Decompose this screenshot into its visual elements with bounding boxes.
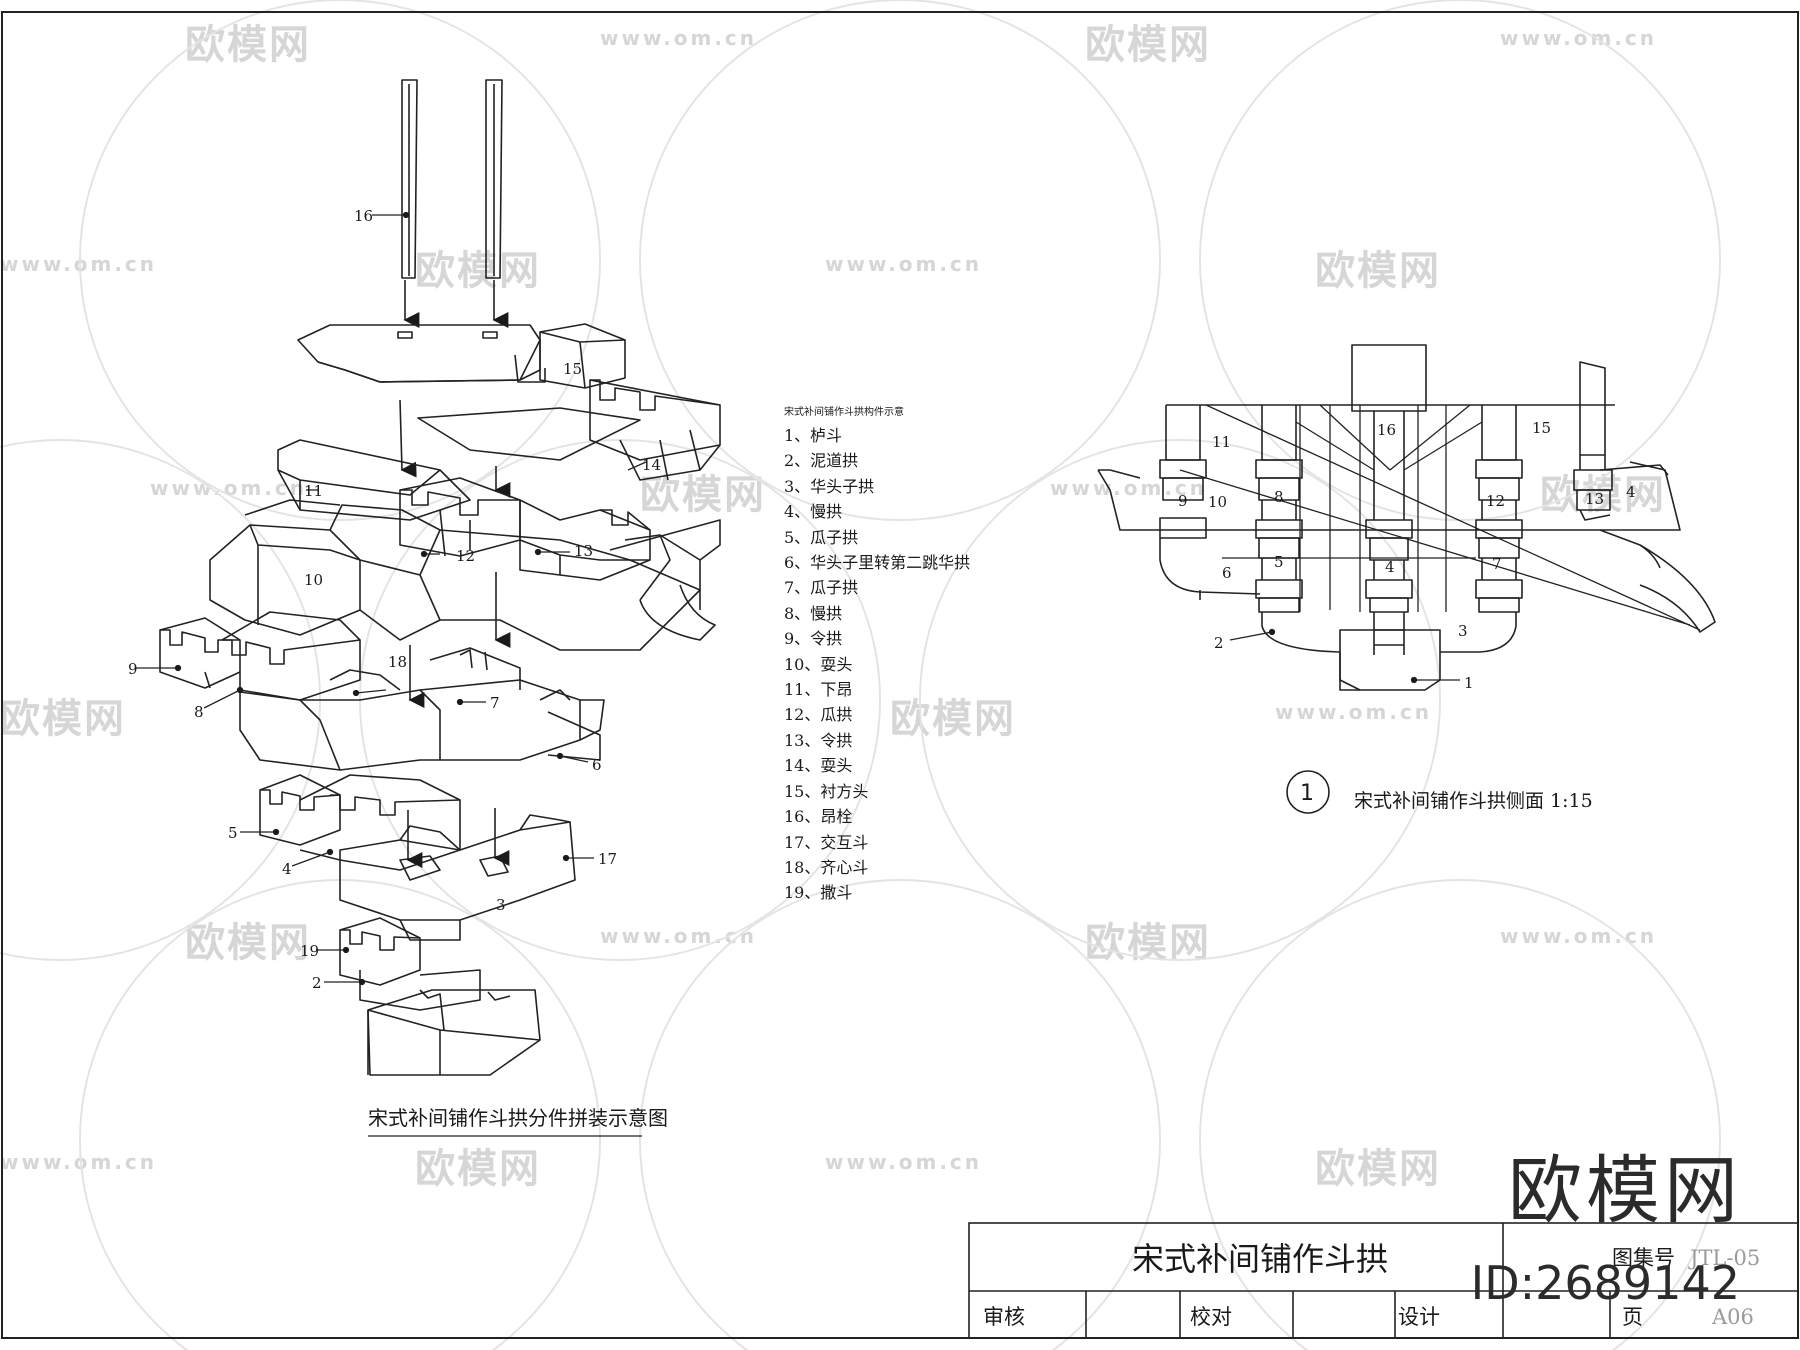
left-label: 10: [304, 571, 323, 589]
right-label: 9: [1178, 492, 1188, 510]
part-2-19-layer: [339, 917, 481, 1011]
right-label: 16: [1377, 421, 1396, 439]
part-7-18-layer: [239, 647, 605, 771]
legend-item: 3、华头子拱: [784, 476, 875, 496]
atlas-number-label: 图集号: [1612, 1246, 1675, 1270]
elevation-badge-number: 1: [1300, 781, 1314, 806]
part-4-5-layer: [259, 774, 461, 871]
left-label: 3: [496, 896, 506, 914]
legend-item: 1、栌斗: [784, 426, 843, 445]
atlas-number-value: JTL-05: [1688, 1246, 1760, 1270]
left-label: 16: [354, 207, 373, 225]
right-label: 7: [1492, 555, 1502, 573]
legend-item: 12、瓜拱: [784, 705, 853, 725]
right-label: 15: [1532, 419, 1551, 437]
part-6-arm: [439, 519, 721, 651]
elevation-title: 宋式补间铺作斗拱侧面 1:15: [1354, 790, 1593, 812]
left-label: 11: [304, 482, 323, 500]
left-label: 18: [388, 653, 407, 671]
right-label: 1: [1464, 674, 1474, 692]
right-part-labels: 11 16 15 9 10 8 12 13 4 6 5 4 7 2 3 1: [1178, 419, 1636, 692]
legend-item: 15、衬方头: [784, 781, 869, 801]
right-label: 4: [1626, 483, 1636, 501]
left-label: 9: [128, 660, 138, 678]
check-label: 校对: [1190, 1305, 1232, 1329]
elevation-badge: [1286, 770, 1330, 814]
part-15-top-beam: [297, 323, 626, 389]
legend-item: 10、耍头: [784, 654, 853, 674]
left-part-labels: 16 15 11 14 10 12 13 9 8 18 7 6 5 4 17 3…: [128, 207, 661, 992]
left-drawing-title: 宋式补间铺作斗拱分件拼装示意图: [368, 1106, 668, 1130]
left-label: 2: [312, 974, 322, 992]
left-leader-lines: [136, 211, 647, 986]
legend-item: 19、撒斗: [784, 883, 853, 903]
left-label: 19: [300, 942, 319, 960]
elevation-posts: [1159, 405, 1613, 655]
right-leader-lines: [1229, 628, 1460, 684]
review-label: 审核: [983, 1305, 1025, 1329]
legend-item: 2、泥道拱: [784, 451, 859, 471]
sheet-title: 宋式补间铺作斗拱: [1132, 1240, 1388, 1278]
part-10-block: [209, 499, 441, 641]
legend-item: 4、慢拱: [784, 502, 843, 522]
legend-item: 9、令拱: [784, 629, 843, 649]
legend-item: 18、齐心斗: [784, 857, 869, 877]
parts-legend: 宋式补间铺作斗拱构件示意 1、栌斗 2、泥道拱 3、华头子拱 4、慢拱 5、瓜子…: [784, 403, 970, 906]
left-label: 17: [598, 850, 617, 868]
right-label: 11: [1212, 433, 1231, 451]
right-label: 5: [1274, 553, 1284, 571]
right-label: 8: [1274, 488, 1284, 506]
right-label: 2: [1214, 634, 1224, 652]
right-label: 4: [1385, 558, 1395, 576]
part-12-13-layer: [399, 477, 651, 581]
corner-watermark-logo: 欧模网: [1508, 1148, 1742, 1234]
left-label: 6: [592, 756, 602, 774]
page-label: 页: [1622, 1305, 1643, 1329]
legend-item: 5、瓜子拱: [784, 527, 859, 547]
design-label: 设计: [1398, 1305, 1440, 1329]
right-label: 10: [1208, 493, 1227, 511]
sheet-border: [1, 11, 1799, 1339]
right-label: 13: [1585, 490, 1604, 508]
title-block: [968, 1222, 1799, 1339]
legend-item: 17、交互斗: [784, 832, 869, 852]
left-label: 15: [563, 360, 582, 378]
elevation-diagonals: [1179, 404, 1701, 631]
left-label: 7: [490, 694, 500, 712]
right-label: 12: [1486, 492, 1505, 510]
left-label: 8: [194, 703, 204, 721]
part-16-bolts: [401, 79, 509, 328]
legend-item: 14、耍头: [784, 756, 853, 776]
part-3-17-layer: [339, 814, 576, 941]
legend-item: 13、令拱: [784, 730, 853, 750]
left-label: 4: [282, 860, 292, 878]
left-label: 14: [642, 456, 661, 474]
part-11-14-layer: [277, 379, 721, 521]
corner-watermark-id: ID:2689142: [1470, 1256, 1740, 1310]
right-label: 3: [1458, 622, 1468, 640]
legend-title: 宋式补间铺作斗拱构件示意: [784, 407, 904, 418]
right-label: 6: [1222, 564, 1232, 582]
legend-item: 7、瓜子拱: [784, 578, 859, 598]
legend-item: 11、下昂: [784, 680, 853, 700]
legend-item: 8、慢拱: [784, 603, 843, 623]
left-label: 12: [456, 547, 475, 565]
left-label: 13: [574, 542, 593, 560]
part-8-9-layer: [159, 611, 361, 701]
legend-item: 16、昂栓: [784, 807, 853, 827]
part-1-base-block: [367, 989, 541, 1076]
left-label: 5: [228, 824, 238, 842]
page-number-value: A06: [1711, 1305, 1754, 1329]
exploded-assembly-drawing: [159, 79, 721, 1076]
side-elevation-drawing: [1097, 344, 1716, 691]
legend-item: 6、华头子里转第二跳华拱: [784, 553, 971, 573]
